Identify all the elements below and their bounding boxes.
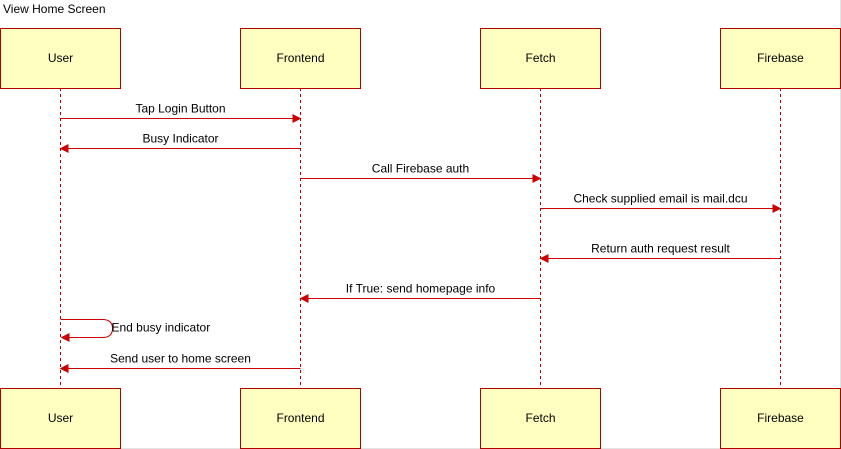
message-5: Return auth request result — [539, 242, 781, 263]
message-label: Tap Login Button — [135, 102, 225, 116]
participant-box — [240, 388, 361, 449]
participant-user-bottom[interactable]: User — [0, 388, 121, 449]
participant-label: Firebase — [757, 51, 804, 65]
message-label: Return auth request result — [591, 242, 730, 256]
message-3: Call Firebase auth — [300, 162, 542, 183]
participant-fetch-top[interactable]: Fetch — [480, 28, 601, 89]
participant-user-top[interactable]: User — [0, 28, 121, 89]
message-label: End busy indicator — [112, 321, 211, 335]
diagram-title: View Home Screen — [3, 2, 106, 16]
participant-label: Firebase — [757, 411, 804, 425]
participant-firebase-bottom[interactable]: Firebase — [720, 388, 841, 449]
message-label: Call Firebase auth — [372, 162, 469, 176]
message-6: If True: send homepage info — [299, 282, 541, 303]
participant-label: Frontend — [276, 411, 324, 425]
message-4: Check supplied email is mail.dcu — [540, 192, 782, 213]
message-label: Busy Indicator — [142, 132, 218, 146]
participant-label: User — [48, 51, 73, 65]
participant-frontend-bottom[interactable]: Frontend — [240, 388, 361, 449]
message-label: If True: send homepage info — [346, 282, 496, 296]
participant-box — [480, 388, 601, 449]
participant-frontend-top[interactable]: Frontend — [240, 28, 361, 89]
message-label: Send user to home screen — [110, 352, 251, 366]
self-message-arrow — [60, 319, 114, 342]
message-1: Tap Login Button — [60, 102, 302, 123]
participant-label: User — [48, 411, 73, 425]
message-label: Check supplied email is mail.dcu — [573, 192, 747, 206]
participant-box — [480, 28, 601, 89]
participant-box — [240, 28, 361, 89]
message-8: Send user to home screen — [59, 352, 301, 373]
participant-fetch-bottom[interactable]: Fetch — [480, 388, 601, 449]
participant-label: Frontend — [276, 51, 324, 65]
participant-label: Fetch — [525, 411, 555, 425]
participant-box — [720, 28, 841, 89]
participant-firebase-top[interactable]: Firebase — [720, 28, 841, 89]
message-7: End busy indicator — [60, 319, 211, 342]
participant-box — [0, 28, 121, 89]
participant-label: Fetch — [525, 51, 555, 65]
message-2: Busy Indicator — [59, 132, 301, 153]
